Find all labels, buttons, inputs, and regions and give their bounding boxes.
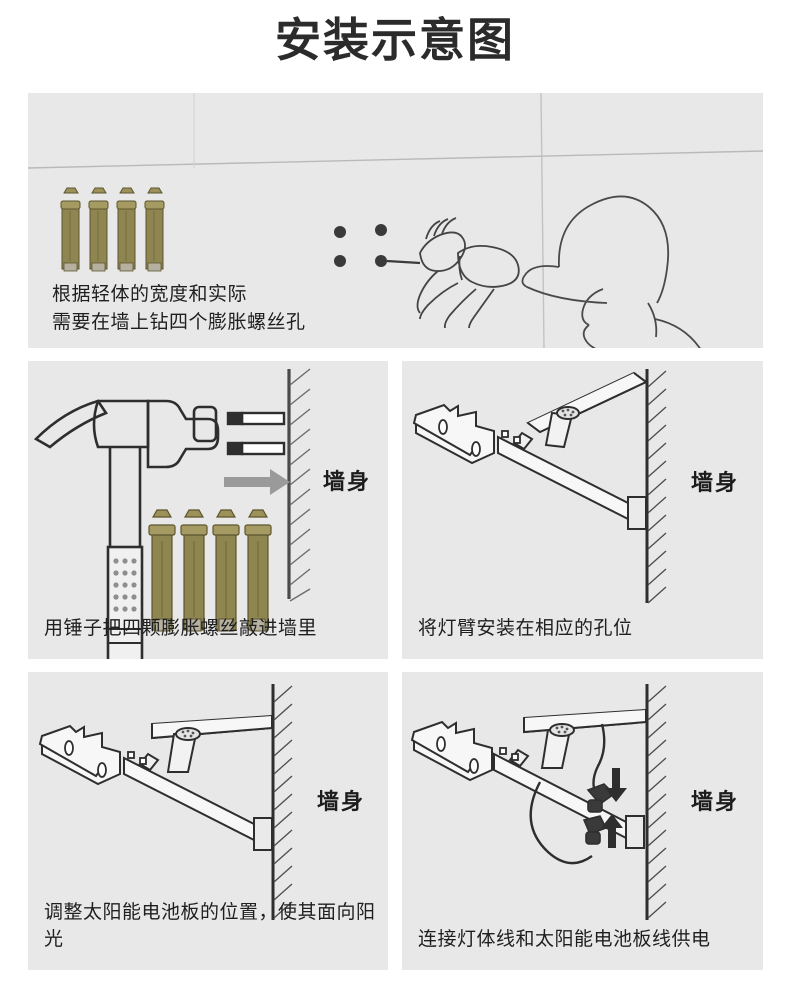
lamp-cable-connector — [582, 815, 608, 845]
wall-label-connect-cables: 墙身 — [691, 789, 740, 814]
expansion-bolts-group — [148, 509, 272, 632]
wall-label-hammer: 墙身 — [323, 469, 372, 494]
panel-bracket — [540, 723, 575, 769]
wall-mount-bracket — [625, 815, 645, 849]
lamp-arm — [123, 756, 259, 844]
mount-arm-illustration — [402, 361, 763, 659]
lamp-head-details — [438, 419, 521, 457]
direction-arrow — [224, 469, 290, 495]
lamp-head — [38, 724, 121, 786]
bolts-entering-wall — [226, 411, 286, 456]
panel-drill-holes: 根据轻体的宽度和实际 需要在墙上钻四个膨胀螺丝孔 — [28, 93, 763, 348]
power-drill — [416, 217, 520, 329]
connect-cables-illustration — [402, 672, 763, 970]
panel-row-3: 墙身 调整太阳能电池板的位置，使其面向阳光 — [28, 672, 763, 970]
panel-bracket — [166, 727, 201, 773]
solar-panel — [151, 714, 273, 740]
worker-figure — [521, 195, 701, 348]
connect-arrow-down — [605, 768, 627, 802]
lamp-head — [412, 403, 495, 465]
lamp-head — [410, 720, 493, 782]
solar-panel-cable — [592, 723, 606, 789]
lamp-body-cable — [529, 781, 593, 865]
panel-adjust-solar: 墙身 调整太阳能电池板的位置，使其面向阳光 — [28, 672, 388, 970]
wall-mount-bracket — [253, 817, 273, 851]
lamp-head-details — [64, 740, 147, 778]
panel-row-2: 墙身 用锤子把四颗膨胀螺丝敲进墙里 — [28, 361, 763, 659]
panel-mount-arm: 墙身 将灯臂安装在相应的孔位 — [402, 361, 763, 659]
hammer-grip — [106, 545, 144, 659]
caption-connect-cables: 连接灯体线和太阳能电池板线供电 — [418, 929, 711, 951]
wall-hatching — [645, 684, 667, 920]
caption-hammer-bolts: 用锤子把四颗膨胀螺丝敲进墙里 — [44, 618, 318, 640]
adjust-solar-illustration — [28, 672, 388, 970]
wall-label-mount-arm: 墙身 — [691, 470, 740, 495]
panel-hammer-bolts: 墙身 用锤子把四颗膨胀螺丝敲进墙里 — [28, 361, 388, 659]
wall-hatching — [271, 684, 293, 920]
solar-panel — [526, 371, 648, 434]
wall-label-adjust-solar: 墙身 — [317, 789, 366, 814]
drill-hole-marks — [334, 224, 387, 267]
page-title: 安装示意图 — [275, 14, 515, 66]
expansion-bolts-group — [60, 187, 165, 272]
wall-hatching — [645, 369, 667, 604]
panel-grid: 根据轻体的宽度和实际 需要在墙上钻四个膨胀螺丝孔 — [28, 93, 763, 983]
connect-arrow-up — [601, 814, 623, 848]
hammer-illustration — [28, 361, 388, 659]
panel-row-1: 根据轻体的宽度和实际 需要在墙上钻四个膨胀螺丝孔 — [28, 93, 763, 348]
caption-adjust-solar: 调整太阳能电池板的位置，使其面向阳光 — [44, 901, 376, 951]
caption-mount-arm: 将灯臂安装在相应的孔位 — [418, 618, 633, 640]
panel-connect-cables: 墙身 连接灯体线和太阳能电池板线供电 — [402, 672, 763, 970]
caption-drill-holes: 根据轻体的宽度和实际 需要在墙上钻四个膨胀螺丝孔 — [52, 284, 306, 333]
lamp-arm — [497, 435, 633, 523]
solar-panel — [523, 708, 647, 734]
wall-hatching — [287, 368, 311, 602]
lamp-head-details — [436, 736, 519, 774]
wall-mount-bracket — [627, 496, 647, 530]
drill-illustration — [28, 93, 763, 348]
